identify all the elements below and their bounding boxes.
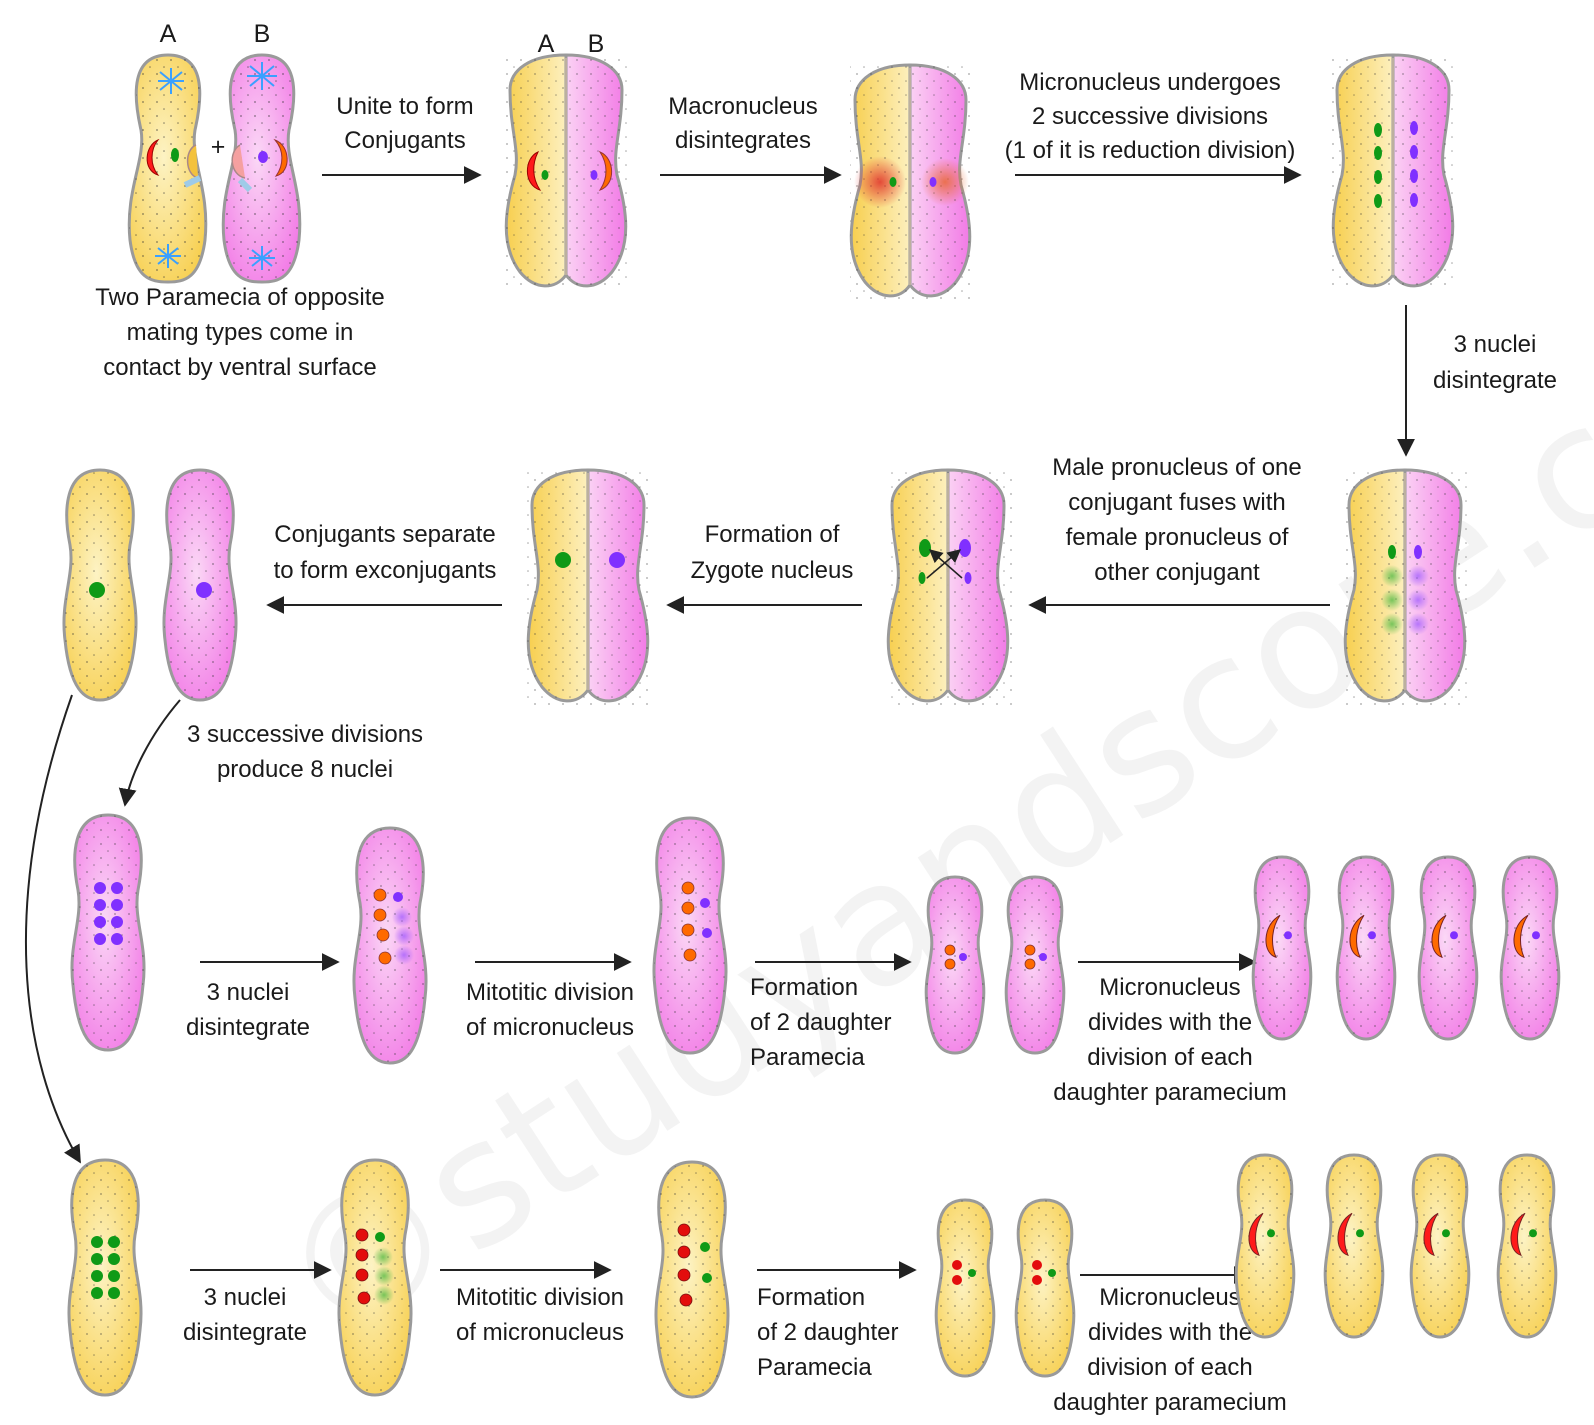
- svg-text:Micronucleus: Micronucleus: [1099, 974, 1240, 1001]
- svg-text:mating types come in: mating types come in: [127, 319, 354, 346]
- svg-text:3 nuclei: 3 nuclei: [204, 1284, 287, 1311]
- svg-text:disintegrate: disintegrate: [183, 1319, 307, 1346]
- exconjugant-yellow: [64, 470, 136, 700]
- pink-final-cell-3: [1419, 857, 1477, 1039]
- svg-text:of 2 daughter: of 2 daughter: [750, 1009, 891, 1036]
- svg-text:daughter paramecium: daughter paramecium: [1053, 1079, 1286, 1106]
- conjugant-pair-2: [850, 65, 975, 300]
- yellow-final-cell-2: [1325, 1155, 1383, 1337]
- label-3-nuclei-top: 3 nuclei disintegrate: [1433, 331, 1557, 394]
- svg-text:(1 of it is reduction division: (1 of it is reduction division): [1005, 137, 1296, 164]
- svg-text:Unite to form: Unite to form: [336, 93, 473, 120]
- label-micronucleus: Micronucleus undergoes 2 successive divi…: [1005, 69, 1296, 164]
- svg-text:3 successive divisions: 3 successive divisions: [187, 721, 423, 748]
- conjugant-pair-1: [505, 55, 630, 290]
- conjugant-pair-3: [1332, 55, 1457, 290]
- svg-text:produce 8 nuclei: produce 8 nuclei: [217, 756, 393, 783]
- paramecium-b-initial: [223, 55, 300, 282]
- yellow-final-paramecia: [1236, 1155, 1556, 1337]
- arrow-to-yellow-branch: [26, 695, 80, 1162]
- pink-daughter-1: [926, 877, 984, 1053]
- svg-text:Micronucleus: Micronucleus: [1099, 1284, 1240, 1311]
- svg-text:disintegrate: disintegrate: [186, 1014, 310, 1041]
- svg-text:Micronucleus undergoes: Micronucleus undergoes: [1019, 69, 1280, 96]
- yellow-daughter-1: [936, 1200, 994, 1376]
- label-zygote: Formation of Zygote nucleus: [691, 521, 854, 584]
- svg-text:division of each: division of each: [1087, 1354, 1252, 1381]
- yellow-daughter-2: [1016, 1200, 1074, 1376]
- pink-daughter-2: [1006, 877, 1064, 1053]
- svg-text:Male pronucleus of one: Male pronucleus of one: [1052, 454, 1302, 481]
- svg-text:conjugant fuses with: conjugant fuses with: [1068, 489, 1285, 516]
- watermark: ©studyandscore.com: [244, 219, 1594, 1385]
- svg-text:disintegrate: disintegrate: [1433, 367, 1557, 394]
- exconjugant-pink: [164, 470, 236, 700]
- label-macronucleus: Macronucleus disintegrates: [668, 93, 817, 154]
- svg-text:Paramecia: Paramecia: [750, 1044, 865, 1071]
- svg-text:Conjugants separate: Conjugants separate: [274, 521, 495, 548]
- svg-text:Formation: Formation: [757, 1284, 865, 1311]
- svg-text:Conjugants: Conjugants: [344, 127, 465, 154]
- svg-text:contact by ventral surface: contact by ventral surface: [103, 354, 376, 381]
- caption-step-1: Two Paramecia of opposite mating types c…: [95, 284, 385, 381]
- label-row4-disintegrate: 3 nuclei disintegrate: [183, 1284, 307, 1346]
- yellow-after-mitosis: [656, 1162, 728, 1397]
- label-b-conjugant: B: [588, 30, 605, 58]
- pink-8-nuclei: [72, 815, 144, 1050]
- yellow-after-disintegration: [339, 1160, 411, 1395]
- svg-text:Formation: Formation: [750, 974, 858, 1001]
- label-row4-daughters: Formation of 2 daughter Paramecia: [757, 1284, 898, 1381]
- pink-final-cell-1: [1253, 857, 1311, 1039]
- label-row3-micronucleus: Micronucleus divides with the division o…: [1053, 974, 1286, 1106]
- yellow-final-cell-4: [1498, 1155, 1556, 1337]
- svg-text:Two Paramecia of opposite: Two Paramecia of opposite: [95, 284, 385, 311]
- label-a-conjugant: A: [538, 30, 555, 58]
- svg-text:division of each: division of each: [1087, 1044, 1252, 1071]
- svg-text:Zygote nucleus: Zygote nucleus: [691, 557, 854, 584]
- label-row3-disintegrate: 3 nuclei disintegrate: [186, 979, 310, 1041]
- pink-final-cell-2: [1337, 857, 1395, 1039]
- conjugant-pair-4: [1344, 470, 1469, 705]
- svg-text:Mitotitic division: Mitotitic division: [466, 979, 634, 1006]
- pink-final-cell-4: [1501, 857, 1559, 1039]
- svg-text:3 nuclei: 3 nuclei: [1454, 331, 1537, 358]
- paramecium-a-initial: [129, 55, 206, 282]
- svg-text:Paramecia: Paramecia: [757, 1354, 872, 1381]
- svg-text:divides with the: divides with the: [1088, 1009, 1252, 1036]
- svg-text:of micronucleus: of micronucleus: [466, 1014, 634, 1041]
- svg-text:of 2 daughter: of 2 daughter: [757, 1319, 898, 1346]
- yellow-final-cell-3: [1411, 1155, 1469, 1337]
- pink-final-paramecia: [1253, 857, 1559, 1039]
- label-row4-mitotic: Mitotitic division of micronucleus: [456, 1284, 624, 1346]
- svg-text:Mitotitic division: Mitotitic division: [456, 1284, 624, 1311]
- label-8-nuclei: 3 successive divisions produce 8 nuclei: [187, 721, 423, 783]
- yellow-final-cell-1: [1236, 1155, 1294, 1337]
- label-unite: Unite to form Conjugants: [336, 93, 473, 154]
- svg-text:divides with the: divides with the: [1088, 1319, 1252, 1346]
- svg-text:Formation of: Formation of: [705, 521, 840, 548]
- svg-text:of micronucleus: of micronucleus: [456, 1319, 624, 1346]
- svg-text:daughter paramecium: daughter paramecium: [1053, 1389, 1286, 1416]
- conjugant-pair-5: [887, 470, 1012, 705]
- label-exconjugants: Conjugants separate to form exconjugants: [274, 521, 497, 584]
- yellow-8-nuclei: [69, 1160, 141, 1395]
- svg-text:disintegrates: disintegrates: [675, 127, 811, 154]
- plus-sign: +: [211, 133, 226, 161]
- pink-after-mitosis: [654, 818, 726, 1053]
- arrow-to-pink-branch: [125, 700, 180, 805]
- svg-text:to form exconjugants: to form exconjugants: [274, 557, 497, 584]
- conjugant-pair-6: [527, 470, 652, 705]
- label-a: A: [160, 20, 177, 48]
- svg-text:Macronucleus: Macronucleus: [668, 93, 817, 120]
- label-b: B: [254, 20, 271, 48]
- pink-after-disintegration: [354, 828, 426, 1063]
- svg-text:other conjugant: other conjugant: [1094, 559, 1260, 586]
- svg-text:3 nuclei: 3 nuclei: [207, 979, 290, 1006]
- svg-text:2 successive divisions: 2 successive divisions: [1032, 103, 1268, 130]
- svg-text:female pronucleus of: female pronucleus of: [1066, 524, 1289, 551]
